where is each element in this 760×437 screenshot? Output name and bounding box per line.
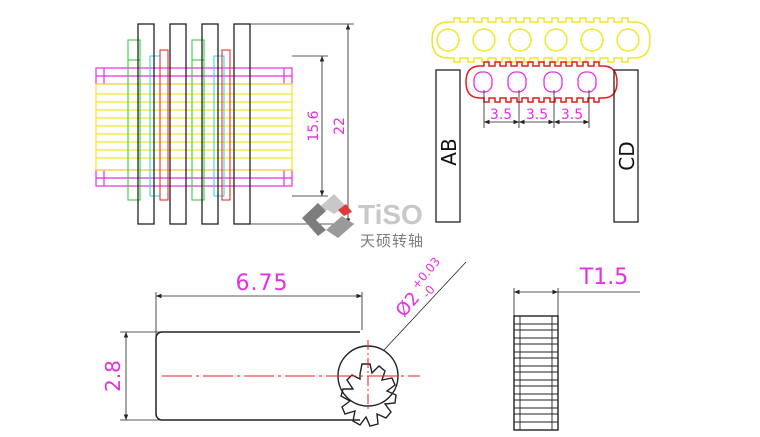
red-gear-pair (465, 61, 618, 103)
top-right-gear-chain-view: AB CD 3.5 3.5 3.5 (431, 17, 651, 223)
label-ab: AB (437, 138, 461, 165)
green-plates (127, 39, 205, 201)
bar-ab (435, 69, 461, 223)
dim-length-lines (155, 292, 363, 336)
side-teeth-lines (514, 316, 558, 430)
magenta-slots (473, 71, 597, 93)
magenta-flanges (95, 67, 293, 187)
top-left-assembly-view: 15.6 22 (95, 23, 354, 225)
dim-thickness-lines (513, 288, 640, 316)
dim-height-lines (120, 331, 162, 421)
logo-brand-cn: 天硕转轴 (360, 233, 424, 250)
bar-cd (613, 69, 639, 223)
red-plates (159, 49, 231, 201)
bottom-right-side-view: T1.5 (513, 265, 640, 431)
label-cd: CD (615, 141, 639, 170)
dim-pitch-1: 3.5 (490, 107, 512, 123)
dim-outer-height: 22 (332, 117, 348, 135)
gear-teeth-outline (340, 363, 397, 427)
tiso-logo: TiSO 天硕转轴 (302, 194, 424, 250)
pitch-dimension-lines (483, 90, 590, 128)
logo-brand-text: TiSO (358, 199, 423, 230)
dim-inner-height: 15.6 (306, 110, 322, 141)
logo-mark-icon (302, 194, 354, 238)
dim-pitch-3: 3.5 (561, 107, 583, 123)
black-plates (137, 23, 251, 225)
bottom-left-part-view: 6.75 2.8 Ø2 +0.03 -0 (101, 255, 467, 427)
center-lines (162, 340, 420, 412)
yellow-gear-chain (431, 17, 651, 63)
dim-pitch-2: 3.5 (526, 107, 548, 123)
dim-thickness: T1.5 (579, 265, 628, 290)
bore-leader-line (383, 261, 467, 351)
yellow-teeth (95, 83, 293, 171)
dim-height: 2.8 (101, 360, 125, 392)
part-body-outline (155, 331, 360, 421)
bore-dimension: Ø2 +0.03 -0 (392, 255, 443, 322)
side-body (513, 315, 559, 431)
dim-length: 6.75 (236, 271, 289, 296)
